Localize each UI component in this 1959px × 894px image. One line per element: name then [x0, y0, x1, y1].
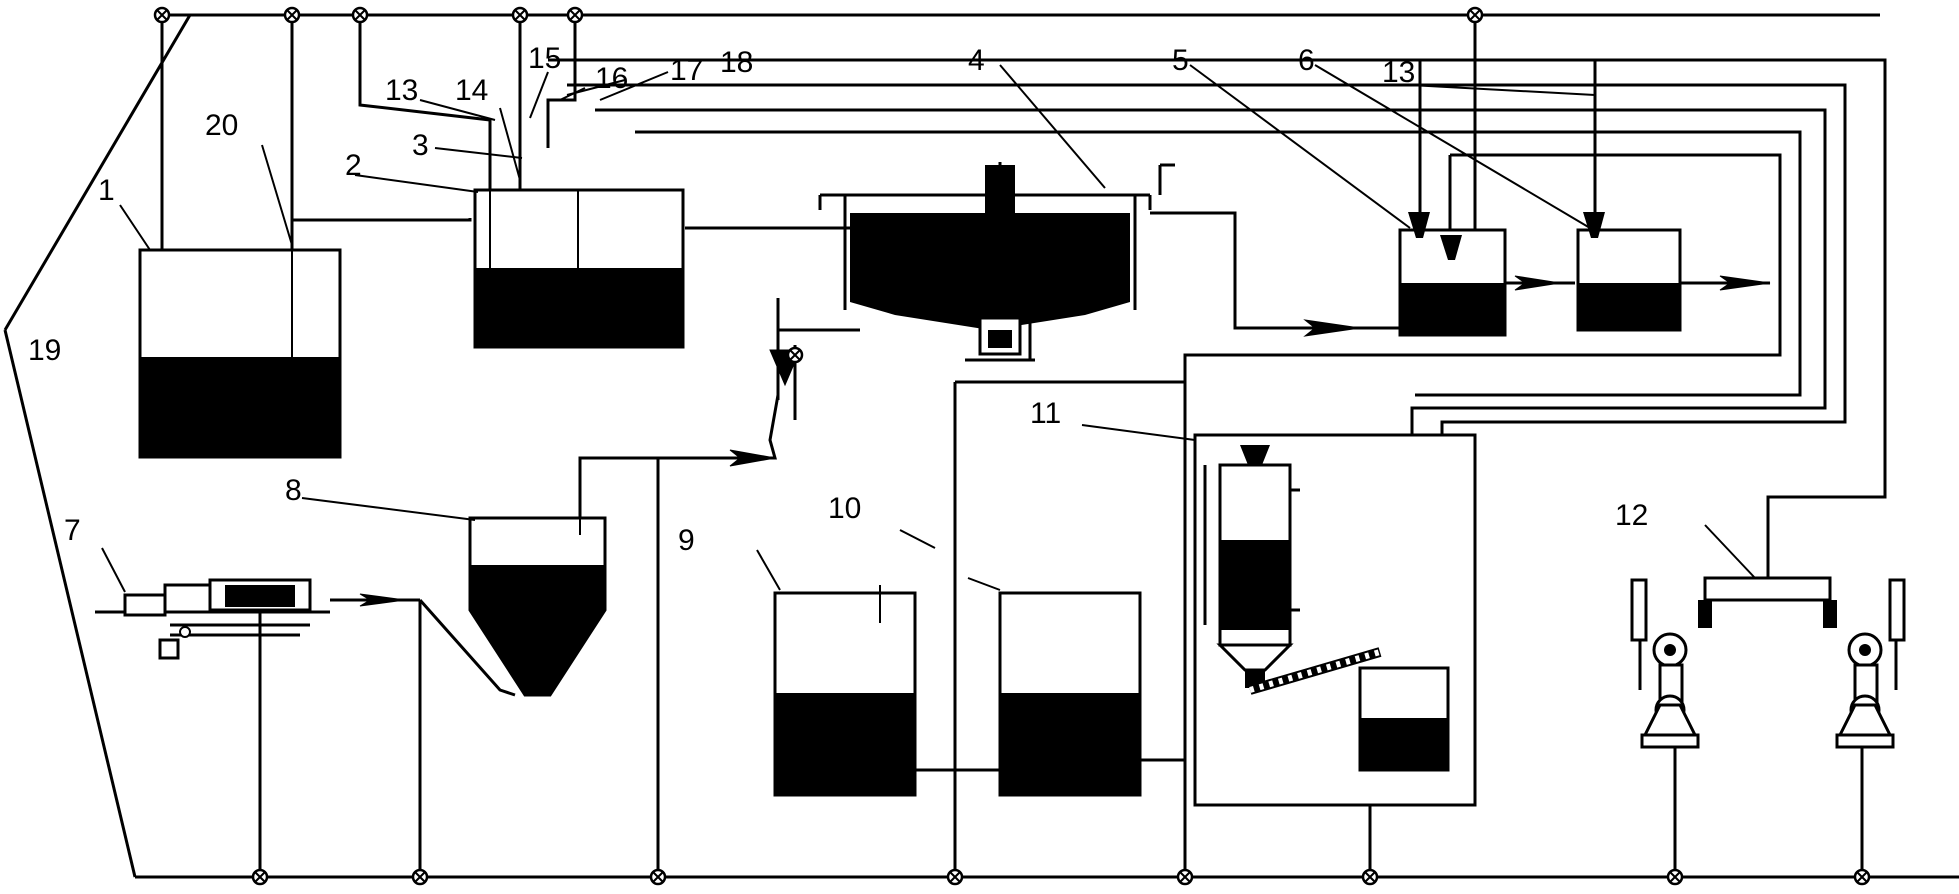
leader-lines — [101, 64, 1756, 593]
flow-arrows — [359, 275, 1771, 607]
label-18: 18 — [720, 46, 753, 79]
label-12: 12 — [1615, 499, 1648, 532]
label-19: 19 — [28, 334, 61, 367]
label-10: 10 — [828, 492, 861, 525]
label-20: 20 — [205, 109, 238, 142]
tank-9 — [773, 585, 917, 797]
valve-bottom-4 — [946, 868, 964, 886]
valve-top-3 — [351, 6, 369, 24]
label-4: 4 — [968, 44, 985, 77]
valve-top-6 — [1466, 6, 1484, 24]
label-9: 9 — [678, 524, 695, 557]
label-6: 6 — [1298, 44, 1315, 77]
valve-bottom-8 — [1853, 868, 1871, 886]
unit-11 — [1193, 433, 1477, 807]
label-13-right: 13 — [1382, 56, 1415, 89]
valve-bottom-6 — [1361, 868, 1379, 886]
valve-bottom-5 — [1176, 868, 1194, 886]
machine-12 — [1630, 578, 1906, 749]
tank-5 — [1398, 60, 1507, 337]
filter-press-7 — [95, 578, 330, 660]
number-labels: 1 20 2 3 13 14 15 16 17 18 4 5 6 13 19 8… — [28, 42, 1648, 557]
label-14: 14 — [455, 74, 488, 107]
tank-10 — [998, 591, 1142, 797]
valve-bottom-1 — [251, 868, 269, 886]
valve-top-1 — [153, 6, 171, 24]
valve-mid — [786, 346, 804, 364]
clarifier-4 — [818, 162, 1175, 362]
valve-top-4 — [511, 6, 529, 24]
valve-bottom-2 — [411, 868, 429, 886]
label-3: 3 — [412, 129, 429, 162]
label-13-left: 13 — [385, 74, 418, 107]
label-17: 17 — [670, 54, 703, 87]
valve-bottom-7 — [1666, 868, 1684, 886]
valve-top-2 — [283, 6, 301, 24]
label-8: 8 — [285, 474, 302, 507]
valve-top-5 — [566, 6, 584, 24]
label-1: 1 — [98, 174, 115, 207]
tank-2 — [473, 188, 685, 349]
label-7: 7 — [64, 514, 81, 547]
label-15: 15 — [528, 42, 561, 75]
valve-bottom-3 — [649, 868, 667, 886]
tank-6 — [1576, 60, 1682, 332]
cone-tank-8 — [468, 516, 607, 697]
label-11: 11 — [1030, 397, 1061, 430]
label-5: 5 — [1172, 44, 1189, 77]
label-2: 2 — [345, 149, 362, 182]
label-16: 16 — [595, 62, 628, 95]
tank-1 — [138, 248, 342, 459]
